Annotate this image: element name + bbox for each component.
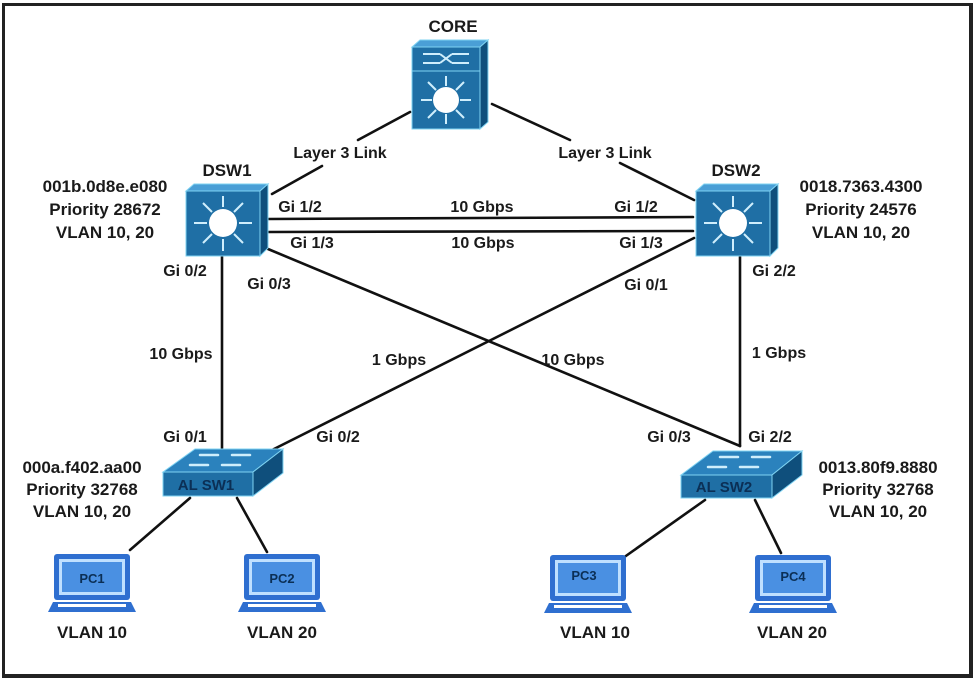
pc1-laptop-icon <box>48 554 136 612</box>
alsw2-mac: 0013.80f9.8880 <box>818 458 937 477</box>
link-core-dsw2-lower <box>618 161 696 202</box>
alsw1-switch-icon: AL SW1 <box>161 447 285 498</box>
dsw1-gi03-port-label: Gi 0/3 <box>247 276 291 293</box>
dsw2-switch[interactable]: DSW2 0018.7363.4300 Priority 24576 VLAN … <box>694 161 923 258</box>
link-labels: Layer 3 Link Layer 3 Link Gi 1/2 10 Gbps… <box>149 145 806 446</box>
dsw2-gi12-port-label: Gi 1/2 <box>614 199 658 216</box>
core-switch-icon <box>410 38 490 131</box>
core-dsw1-link-label: Layer 3 Link <box>293 145 386 162</box>
dsw1-alsw1-speed: 10 Gbps <box>149 346 212 363</box>
pc3-name: PC3 <box>571 568 596 583</box>
pc4-laptop-icon <box>749 555 837 613</box>
dsw2-gi22-port-label: Gi 2/2 <box>752 263 796 280</box>
pc1-vlan: VLAN 10 <box>57 623 127 642</box>
link-dsw2-alsw1 <box>270 236 696 452</box>
link-alsw1-pc2 <box>235 496 269 554</box>
alsw2-switch-icon: AL SW2 <box>679 449 804 500</box>
alsw1-priority: Priority 32768 <box>26 480 138 499</box>
alsw2-gi22-port-label: Gi 2/2 <box>748 429 792 446</box>
dsw1-alsw2-speed: 10 Gbps <box>541 352 604 369</box>
pc1-name: PC1 <box>79 571 104 586</box>
dsw1-switch[interactable]: DSW1 001b.0d8e.e080 Priority 28672 VLAN … <box>43 161 270 258</box>
alsw1-gi02-port-label: Gi 0/2 <box>316 429 360 446</box>
link-dsw1-alsw2 <box>266 247 742 448</box>
core-switch[interactable]: CORE <box>410 17 490 131</box>
pc4[interactable]: PC4 <box>749 555 837 613</box>
dsw2-gi01-port-label: Gi 0/1 <box>624 277 668 294</box>
dsw1-gi02-port-label: Gi 0/2 <box>163 263 207 280</box>
dsw1-gi13-port-label: Gi 1/3 <box>290 235 334 252</box>
core-dsw2-link-label: Layer 3 Link <box>558 145 651 162</box>
link-core-dsw1-upper <box>356 110 412 142</box>
pc4-name: PC4 <box>780 569 806 584</box>
pc2-laptop-icon <box>238 554 326 612</box>
link-alsw1-pc1 <box>128 496 192 552</box>
alsw2-priority: Priority 32768 <box>822 480 934 499</box>
link-alsw2-pc3 <box>621 498 707 560</box>
alsw1-vlans: VLAN 10, 20 <box>33 502 131 521</box>
pc3-vlan: VLAN 10 <box>560 623 630 642</box>
link-dsw1-dsw2-gi13 <box>266 229 695 234</box>
link-dsw1-dsw2-gi12 <box>266 215 695 221</box>
core-name: CORE <box>428 17 477 36</box>
alsw1-name: AL SW1 <box>178 477 234 494</box>
pc3[interactable]: PC3 <box>544 555 632 613</box>
dsw2-switch-icon <box>694 182 780 258</box>
alsw2-vlans: VLAN 10, 20 <box>829 502 927 521</box>
dsw1-mac: 001b.0d8e.e080 <box>43 177 168 196</box>
dsw2-alsw1-speed: 1 Gbps <box>372 352 426 369</box>
pc2[interactable]: PC2 <box>238 554 326 612</box>
link-core-dsw1-lower <box>270 164 324 196</box>
pc1[interactable]: PC1 <box>48 554 136 612</box>
alsw2-gi03-port-label: Gi 0/3 <box>647 429 691 446</box>
dsw2-mac: 0018.7363.4300 <box>800 177 923 196</box>
dsw2-alsw2-speed: 1 Gbps <box>752 345 806 362</box>
alsw2-switch[interactable]: AL SW2 0013.80f9.8880 Priority 32768 VLA… <box>679 449 938 521</box>
dsw1-gi12-port-label: Gi 1/2 <box>278 199 322 216</box>
alsw2-name: AL SW2 <box>696 479 752 496</box>
pc3-laptop-icon <box>544 555 632 613</box>
alsw1-gi01-port-label: Gi 0/1 <box>163 429 207 446</box>
alsw1-mac: 000a.f402.aa00 <box>22 458 141 477</box>
dsw2-name: DSW2 <box>711 161 760 180</box>
dsw2-priority: Priority 24576 <box>805 200 917 219</box>
dsw1-vlans: VLAN 10, 20 <box>56 223 154 242</box>
dsw1-dsw2-gi13-speed: 10 Gbps <box>451 235 514 252</box>
links <box>128 102 783 560</box>
dsw1-switch-icon <box>184 182 270 258</box>
dsw2-gi13-port-label: Gi 1/3 <box>619 235 663 252</box>
pc2-name: PC2 <box>269 571 294 586</box>
dsw2-vlans: VLAN 10, 20 <box>812 223 910 242</box>
alsw1-switch[interactable]: AL SW1 000a.f402.aa00 Priority 32768 VLA… <box>22 447 285 521</box>
link-core-dsw2-upper <box>490 102 572 142</box>
dsw1-priority: Priority 28672 <box>49 200 161 219</box>
pc4-vlan: VLAN 20 <box>757 623 827 642</box>
dsw1-dsw2-gi12-speed: 10 Gbps <box>450 199 513 216</box>
link-alsw2-pc4 <box>753 498 783 555</box>
dsw1-name: DSW1 <box>202 161 251 180</box>
pc2-vlan: VLAN 20 <box>247 623 317 642</box>
